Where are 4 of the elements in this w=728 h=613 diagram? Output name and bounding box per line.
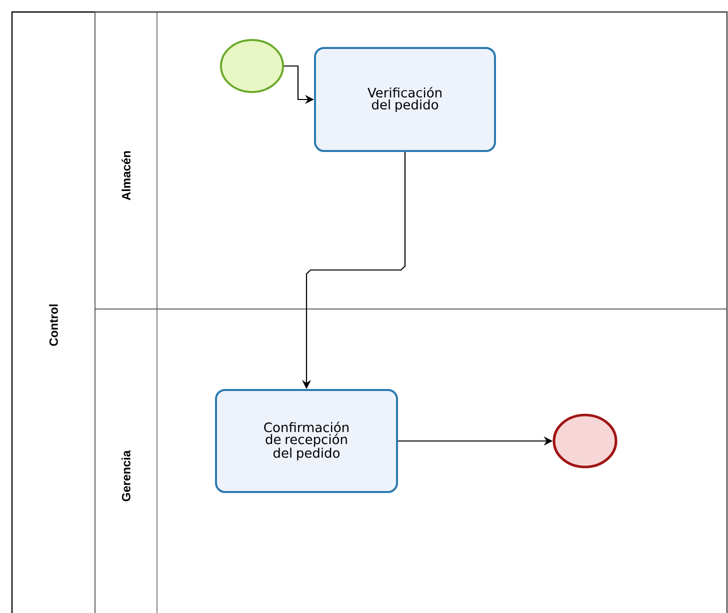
task-box: Confirmación de recepción del pedido <box>215 389 398 493</box>
end-event-circle <box>552 414 618 468</box>
task-box: Verificación del pedido <box>314 47 496 152</box>
start-event-circle <box>220 39 284 93</box>
